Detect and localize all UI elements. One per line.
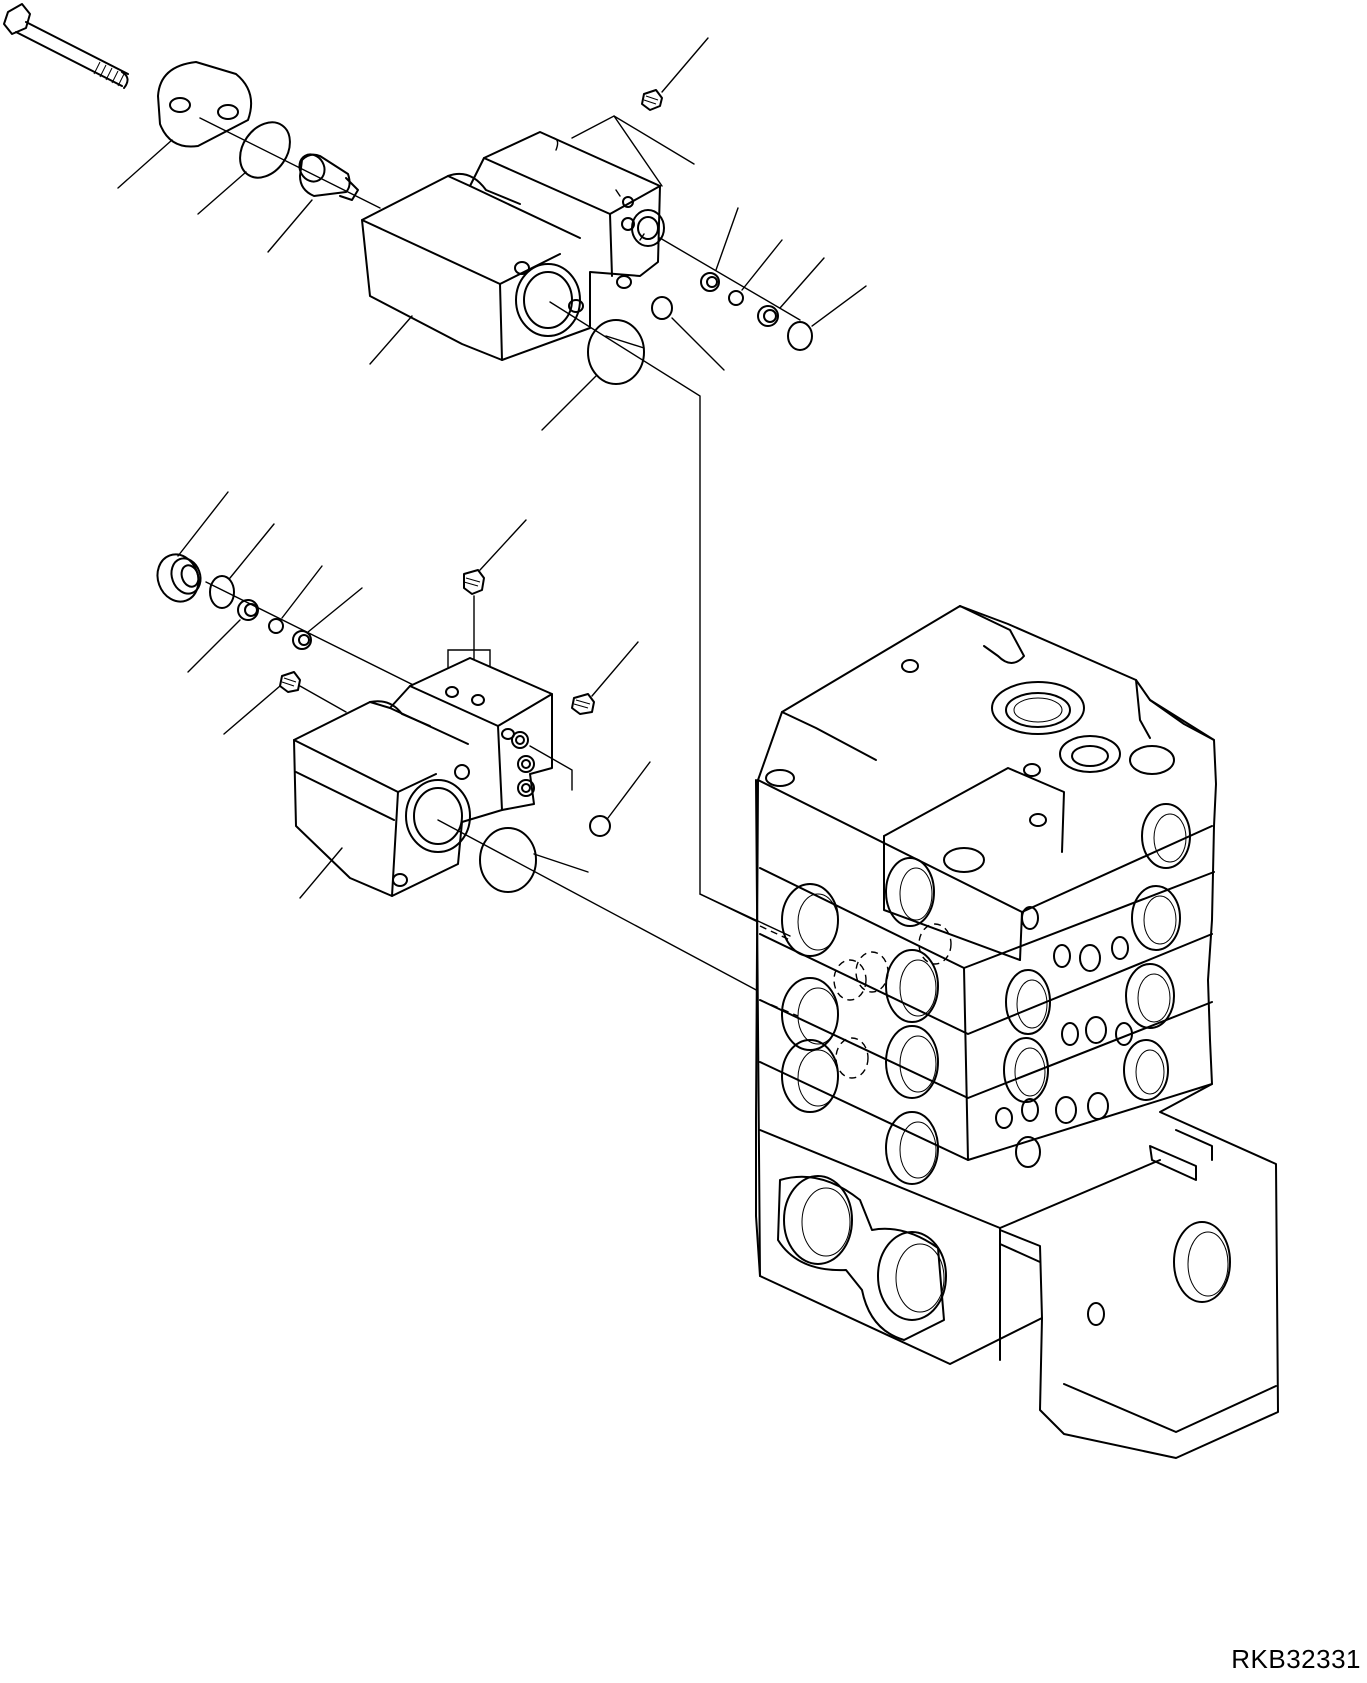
lower-valve-section	[294, 658, 552, 898]
lower-seat-1	[188, 600, 258, 672]
lower-plug-large	[151, 492, 228, 607]
front-ports	[782, 804, 1190, 1184]
drawing-number: RKB32331	[1231, 1644, 1361, 1674]
upper-oring-small	[652, 297, 724, 370]
upper-valve-section	[362, 132, 664, 364]
cover-plate	[118, 62, 251, 188]
lower-check-ball	[269, 566, 322, 633]
upper-large-oring	[542, 320, 644, 430]
upper-oring-end	[788, 286, 866, 350]
spool-plug	[268, 150, 358, 252]
lower-oring-1	[210, 524, 274, 608]
lower-plug-small-left	[224, 672, 346, 734]
upper-seat-1	[701, 208, 738, 291]
main-control-valve-block	[756, 606, 1278, 1458]
upper-plug-small	[572, 38, 708, 186]
lower-plug-right	[572, 642, 638, 714]
upper-check-ball	[729, 240, 782, 305]
lower-oring-small	[590, 762, 650, 836]
mounting-bolt	[4, 4, 128, 88]
upper-seat-2	[758, 258, 824, 326]
lower-seat-2	[293, 588, 362, 649]
lower-large-oring	[480, 828, 588, 892]
o-ring	[198, 113, 300, 214]
lower-plug-top	[448, 520, 526, 680]
